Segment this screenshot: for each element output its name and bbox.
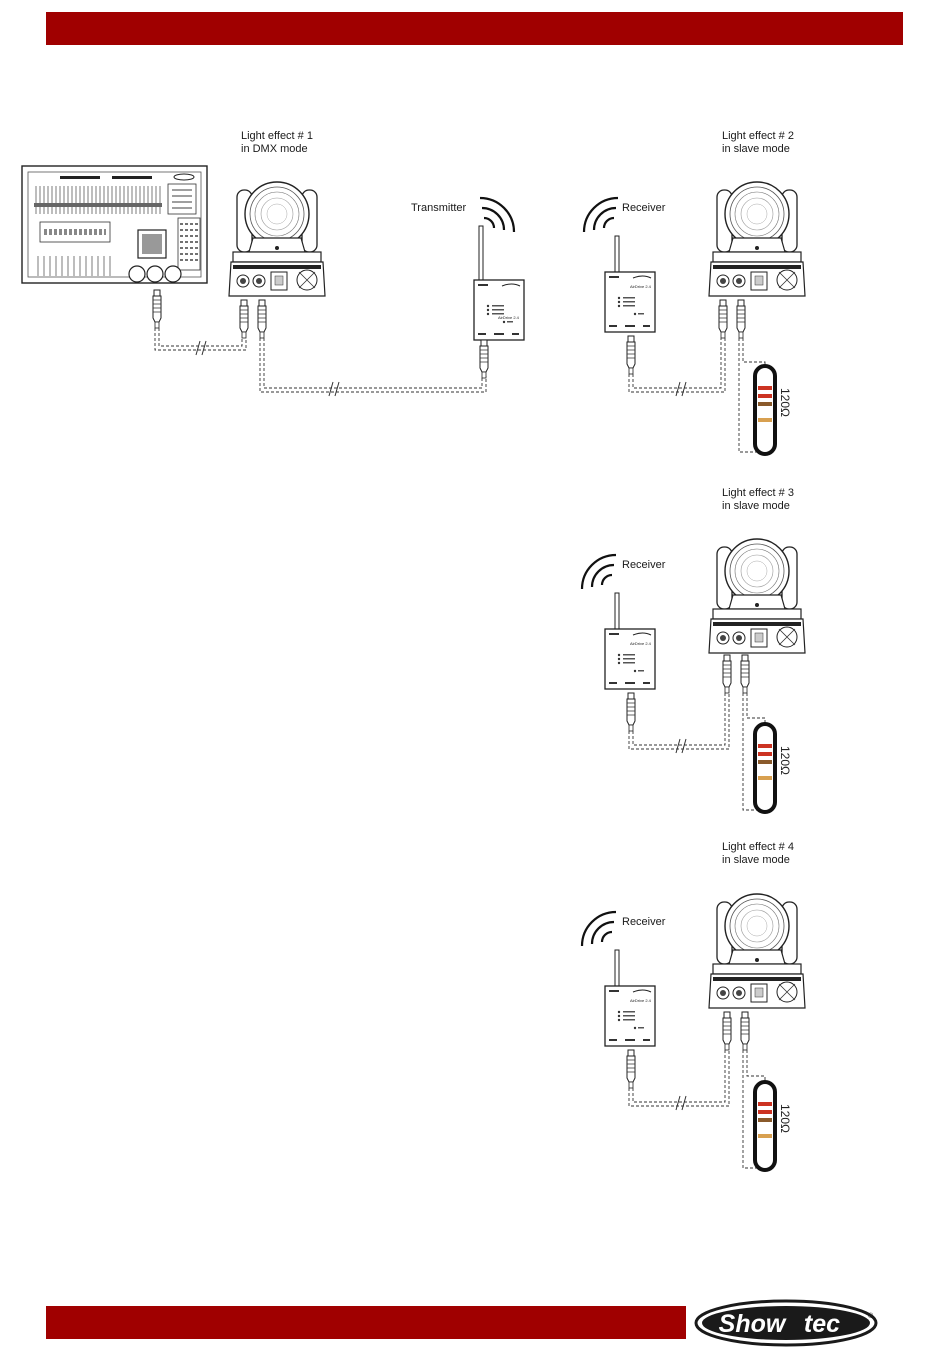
light-effect-2-mode: in slave mode <box>722 143 790 155</box>
receiver-2-label: Receiver <box>622 202 666 214</box>
receiver-3-antenna <box>615 593 619 633</box>
dmx-cable-controller-to-effect-1 <box>155 328 246 350</box>
terminator-4-value: 120Ω <box>778 1104 792 1133</box>
receiver-3-unit-name: AirDrive 2.4 <box>630 641 652 646</box>
light-effect-4-plug-in <box>723 1012 731 1050</box>
light-effect-4-mode: in slave mode <box>722 854 790 866</box>
light-effect-2-title: Light effect # 2 <box>722 130 794 142</box>
terminator-3-value: 120Ω <box>778 746 792 775</box>
dmx-cable-receiver-3-to-effect-3 <box>629 693 729 749</box>
receiver-4-unit-name: AirDrive 2.4 <box>630 998 652 1003</box>
light-effect-2-plug-in <box>719 300 727 338</box>
transmitter-unit-name: AirDrive 2.4 <box>498 315 520 320</box>
light-effect-1-title: Light effect # 1 <box>241 130 313 142</box>
dmx-controller-icon <box>22 166 207 283</box>
transmitter-label: Transmitter <box>411 202 467 214</box>
receiver-4-antenna <box>615 950 619 990</box>
transmitter-signal-icon <box>480 198 514 232</box>
receiver-4-unit <box>605 986 655 1046</box>
dmx-cable-receiver-2-to-effect-2 <box>629 338 725 392</box>
light-effect-4-title: Light effect # 4 <box>722 841 794 853</box>
terminator-2-value: 120Ω <box>778 388 792 417</box>
cable-break-mark <box>676 382 686 396</box>
receiver-2-signal-icon <box>584 198 618 232</box>
receiver-2-antenna <box>615 236 619 276</box>
receiver-3-unit <box>605 629 655 689</box>
dmx-cable-effect-1-to-transmitter <box>260 338 486 392</box>
receiver-4-signal-icon <box>582 912 616 946</box>
terminator-resistor-3-icon <box>755 724 775 812</box>
receiver-4-xlr-plug <box>627 1050 635 1088</box>
receiver-3-signal-icon <box>582 555 616 589</box>
light-effect-2-fixture-icon <box>709 182 805 296</box>
receiver-4-label: Receiver <box>622 916 666 928</box>
light-effect-1-fixture-icon <box>229 182 325 296</box>
cable-break-mark <box>196 341 206 355</box>
receiver-2-unit <box>605 272 655 332</box>
transmitter-xlr-plug <box>480 340 488 378</box>
terminator-resistor-4-icon <box>755 1082 775 1170</box>
receiver-3-label: Receiver <box>622 559 666 571</box>
light-effect-4-fixture-icon <box>709 894 805 1008</box>
light-effect-3-fixture-icon <box>709 539 805 653</box>
light-effect-1-plug-out <box>258 300 266 338</box>
cable-break-mark <box>676 739 686 753</box>
cable-break-mark <box>676 1096 686 1110</box>
light-effect-1-mode: in DMX mode <box>241 143 308 155</box>
slave-group-4: Light effect # 4 in slave mode Receiver … <box>582 841 805 1170</box>
light-effect-1-plug-in <box>240 300 248 338</box>
light-effect-3-title: Light effect # 3 <box>722 487 794 499</box>
light-effect-3-plug-out <box>741 655 749 693</box>
light-effect-4-plug-out <box>741 1012 749 1050</box>
controller-xlr-plug <box>153 290 161 328</box>
receiver-2-xlr-plug <box>627 336 635 374</box>
slave-group-3: Light effect # 3 in slave mode Receiver … <box>582 487 805 812</box>
transmitter-antenna <box>479 226 483 284</box>
cable-break-mark <box>329 382 339 396</box>
transmitter-unit <box>474 280 524 340</box>
light-effect-3-plug-in <box>723 655 731 693</box>
receiver-2-unit-name: AirDrive 2.4 <box>630 284 652 289</box>
light-effect-3-mode: in slave mode <box>722 500 790 512</box>
receiver-3-xlr-plug <box>627 693 635 731</box>
slave-group-2: Light effect # 2 in slave mode Receiver … <box>584 130 805 454</box>
terminator-resistor-2-icon <box>755 366 775 454</box>
dmx-cable-receiver-4-to-effect-4 <box>629 1050 729 1106</box>
light-effect-2-plug-out <box>737 300 745 338</box>
